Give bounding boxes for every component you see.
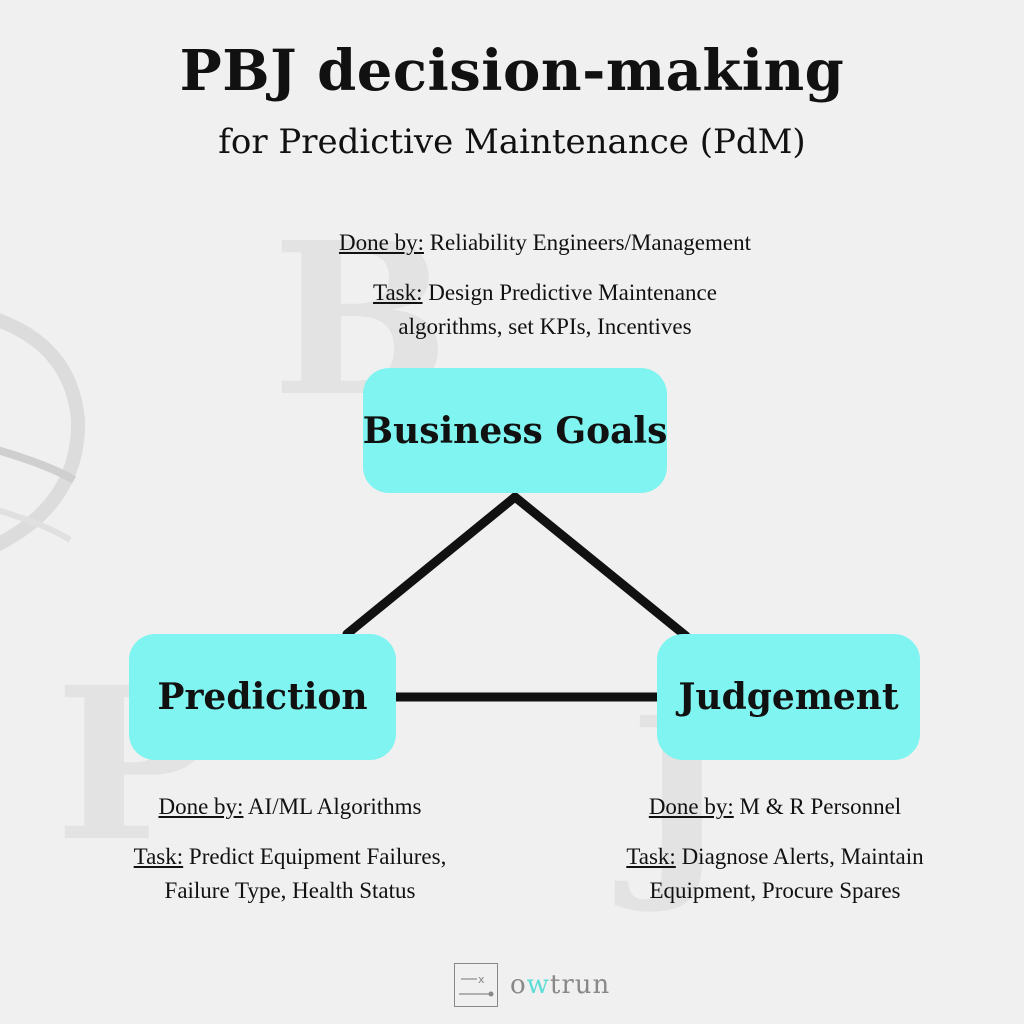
done-by-value: AI/ML Algorithms	[243, 794, 422, 819]
done-by-key: Done by:	[339, 230, 424, 255]
background-ring-decoration	[0, 313, 86, 551]
node-judgement: Judgement	[657, 634, 920, 760]
task-value: Design Predictive Maintenance	[422, 280, 717, 305]
judgement-task-line-1: Task: Diagnose Alerts, Maintain	[545, 840, 1005, 874]
business-done-by: Done by: Reliability Engineers/Managemen…	[245, 226, 845, 260]
done-by-value: Reliability Engineers/Management	[423, 230, 751, 255]
logo-text-prefix: o	[510, 970, 527, 1000]
logo-mark-icon: x	[454, 963, 498, 1007]
owtrun-logo: x owtrun	[454, 962, 610, 1008]
logo-text-suffix: trun	[549, 970, 611, 1000]
done-by-key: Done by:	[648, 794, 734, 819]
done-by-key: Done by:	[158, 794, 244, 819]
prediction-done-by: Done by: AI/ML Algorithms	[60, 790, 520, 824]
business-task-line-2: algorithms, set KPIs, Incentives	[398, 314, 692, 339]
prediction-description: Done by: AI/ML Algorithms Task: Predict …	[60, 790, 520, 908]
judgement-task-line-2: Equipment, Procure Spares	[649, 878, 901, 903]
judgement-description: Done by: M & R Personnel Task: Diagnose …	[545, 790, 1005, 908]
task-key: Task:	[626, 844, 676, 869]
logo-wordmark: owtrun	[510, 970, 610, 1000]
node-business-goals: Business Goals	[363, 368, 667, 493]
done-by-value: M & R Personnel	[733, 794, 902, 819]
task-key: Task:	[133, 844, 184, 869]
business-description: Done by: Reliability Engineers/Managemen…	[245, 226, 845, 344]
page-title: PBJ decision-making	[179, 38, 845, 104]
task-value: Predict Equipment Failures,	[183, 844, 447, 869]
page-subtitle: for Predictive Maintenance (PdM)	[218, 122, 806, 162]
business-task-line-1: Task: Design Predictive Maintenance	[245, 276, 845, 310]
logo-text-accent: w	[526, 970, 550, 1000]
connector-business-judgement	[510, 492, 691, 641]
prediction-task-line-2: Failure Type, Health Status	[164, 878, 416, 903]
node-prediction: Prediction	[129, 634, 396, 760]
logo-mark-symbol: x	[478, 973, 485, 986]
task-value: Diagnose Alerts, Maintain	[675, 844, 924, 869]
judgement-done-by: Done by: M & R Personnel	[545, 790, 1005, 824]
task-key: Task:	[373, 280, 423, 305]
connector-business-prediction	[342, 492, 520, 639]
prediction-task-line-1: Task: Predict Equipment Failures,	[60, 840, 520, 874]
